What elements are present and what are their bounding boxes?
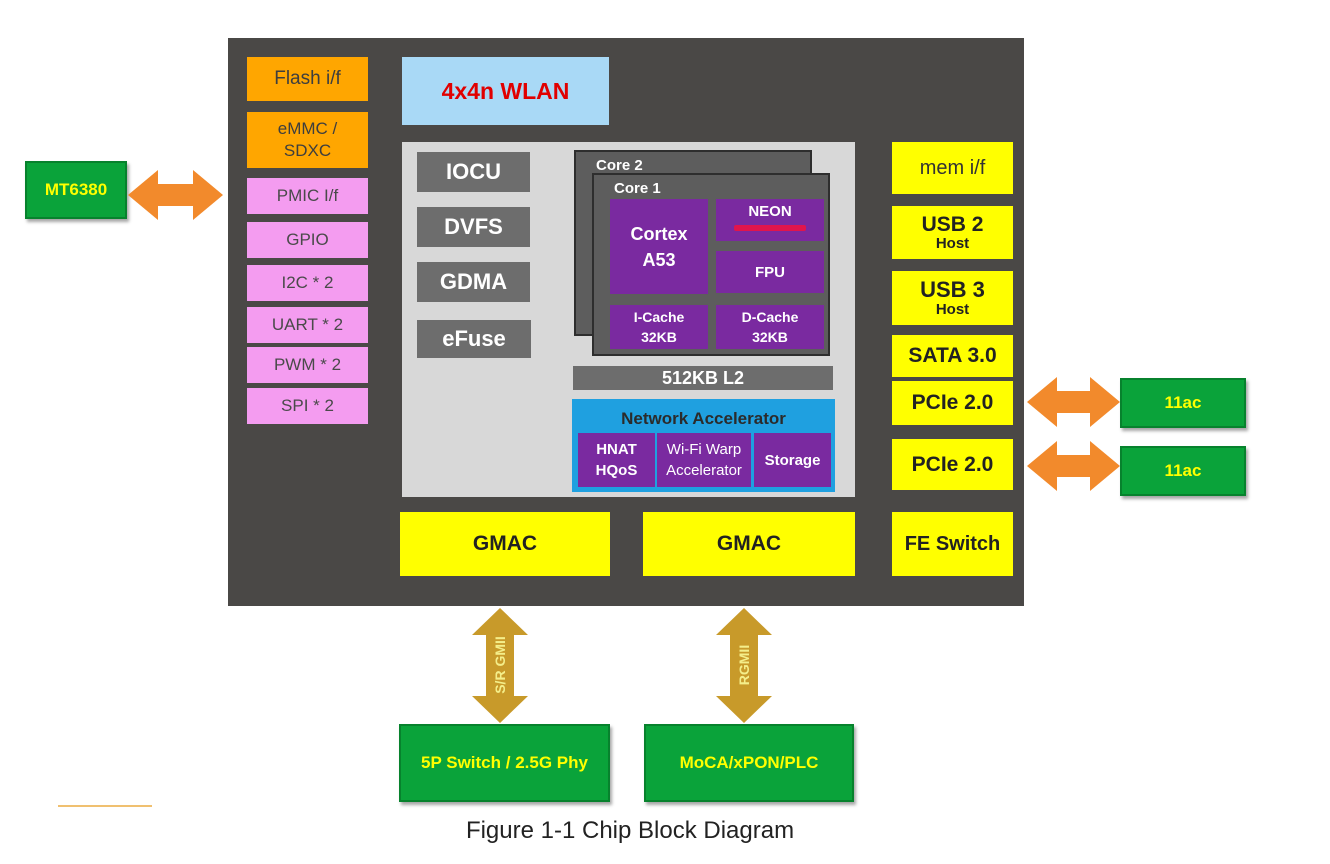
mt6380-block: MT6380 <box>25 161 127 219</box>
icache-size: 32KB <box>641 329 677 345</box>
figure-caption: Figure 1-1 Chip Block Diagram <box>465 817 795 844</box>
storage-block: Storage <box>754 433 831 487</box>
usb2-host-label: Host <box>935 234 970 252</box>
usb3-host-block: USB 3 Host <box>892 271 1013 325</box>
gmac-block-left: GMAC <box>400 512 610 576</box>
neon-block: NEON <box>716 199 824 241</box>
l2-cache-block: 512KB L2 <box>573 366 833 390</box>
wlan-block: 4x4n WLAN <box>402 57 609 125</box>
arrow-mt6380-pmic <box>128 170 223 220</box>
cortex-a53-block: Cortex A53 <box>610 199 708 294</box>
memory-interface-block: mem i/f <box>892 142 1013 194</box>
sr-gmii-label: S/R GMII <box>492 636 508 694</box>
hnat-hqos-block: HNAT HQoS <box>578 433 655 487</box>
sata-block: SATA 3.0 <box>892 335 1013 377</box>
arrow-pcie-11ac-a <box>1027 377 1120 427</box>
dcache-label: D-Cache <box>741 309 799 325</box>
dcache-block: D-Cache 32KB <box>716 305 824 349</box>
fe-switch-block: FE Switch <box>892 512 1013 576</box>
accelerator-label: Accelerator <box>666 462 742 479</box>
usb2-label: USB 2 <box>921 212 984 236</box>
emmc-label: eMMC / <box>277 119 338 138</box>
wifi-11ac-block-a: 11ac <box>1120 378 1246 428</box>
usb3-label: USB 3 <box>920 277 985 302</box>
core1-label: Core 1 <box>614 180 661 197</box>
pcie-block-b: PCIe 2.0 <box>892 439 1013 490</box>
gmac-block-right: GMAC <box>643 512 855 576</box>
pcie-block-a: PCIe 2.0 <box>892 381 1013 425</box>
spi-block: SPI * 2 <box>247 388 368 424</box>
core2-label: Core 2 <box>596 157 643 174</box>
uart-block: UART * 2 <box>247 307 368 343</box>
emmc-sdxc-block: eMMC / SDXC <box>247 112 368 168</box>
hqos-label: HQoS <box>595 462 638 479</box>
i2c-block: I2C * 2 <box>247 265 368 301</box>
switch-phy-block: 5P Switch / 2.5G Phy <box>399 724 610 802</box>
dvfs-block: DVFS <box>417 207 530 247</box>
icache-block: I-Cache 32KB <box>610 305 708 349</box>
iocu-block: IOCU <box>417 152 530 192</box>
arrow-pcie-11ac-b <box>1027 441 1120 491</box>
arrow-gmac-moca <box>716 608 772 723</box>
cortex-label: Cortex <box>630 223 688 244</box>
hnat-label: HNAT <box>596 441 637 458</box>
rgmii-label: RGMII <box>736 644 752 686</box>
arrow-gmac-switch <box>472 608 528 723</box>
wifi-warp-label: Wi-Fi Warp <box>666 441 742 458</box>
usb2-host-block: USB 2 Host <box>892 206 1013 259</box>
moca-xpon-plc-block: MoCA/xPON/PLC <box>644 724 854 802</box>
efuse-block: eFuse <box>417 320 531 358</box>
network-accelerator-title: Network Accelerator <box>621 409 786 428</box>
sdxc-label: SDXC <box>283 141 332 160</box>
a53-label: A53 <box>642 249 676 270</box>
gdma-block: GDMA <box>417 262 530 302</box>
icache-label: I-Cache <box>633 309 685 325</box>
dcache-size: 32KB <box>752 329 788 345</box>
pwm-block: PWM * 2 <box>247 347 368 383</box>
fpu-block: FPU <box>716 251 824 293</box>
wifi-11ac-block-b: 11ac <box>1120 446 1246 496</box>
flash-interface-block: Flash i/f <box>247 57 368 101</box>
pmic-interface-block: PMIC I/f <box>247 178 368 214</box>
wifi-warp-block: Wi-Fi Warp Accelerator <box>657 433 751 487</box>
neon-label: NEON <box>748 203 792 220</box>
neon-redacted-mark <box>734 225 806 231</box>
decorative-divider <box>58 805 152 807</box>
usb3-host-label: Host <box>935 301 970 318</box>
gpio-block: GPIO <box>247 222 368 258</box>
